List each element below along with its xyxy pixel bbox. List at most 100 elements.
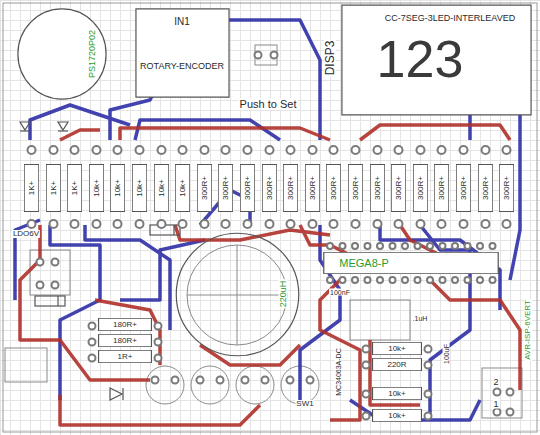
outline-shape xyxy=(218,164,233,211)
resistor-body: 300R+ xyxy=(262,164,277,212)
part-text: ROTARY-ENCODER xyxy=(140,62,224,71)
solder-pad xyxy=(352,243,358,249)
led-symbols xyxy=(20,122,180,400)
part-label: 300R+ xyxy=(460,176,468,200)
solder-pad xyxy=(255,52,262,59)
outline-shape xyxy=(197,164,212,211)
resistor-body: 1K+ xyxy=(24,164,39,212)
part-label: 10k+ xyxy=(93,179,101,197)
solder-pad xyxy=(465,243,471,249)
solder-pad xyxy=(179,220,187,228)
outline-shape xyxy=(499,164,514,211)
solder-pad xyxy=(494,389,501,396)
part-label: 1K+ xyxy=(71,181,79,195)
solder-pad xyxy=(222,146,230,154)
solder-pad xyxy=(417,146,425,154)
solder-pad xyxy=(330,220,338,228)
resistor-body: 10k+ xyxy=(110,164,125,212)
part-label: 180R+ xyxy=(113,321,137,329)
solder-pad xyxy=(507,409,514,416)
solder-pad xyxy=(438,146,446,154)
part-label: 300R+ xyxy=(438,176,446,200)
solder-pad xyxy=(402,243,408,249)
part-name: DISP3 xyxy=(324,40,336,77)
solder-pad xyxy=(460,146,468,154)
solder-pad xyxy=(363,346,370,353)
outline-shape xyxy=(413,164,428,211)
solder-pad xyxy=(201,146,209,154)
solder-pad xyxy=(340,277,346,283)
solder-pad xyxy=(377,277,383,283)
solder-pad xyxy=(327,243,333,249)
part-label: 10k+ xyxy=(179,179,187,197)
part-label: CC-7SEG-3LED-INTERLEAVED xyxy=(385,14,515,23)
outline-shape xyxy=(370,164,385,211)
part-value: .1uH xyxy=(412,315,429,322)
solder-pad xyxy=(309,146,317,154)
solder-pad xyxy=(287,146,295,154)
solder-pad xyxy=(482,220,490,228)
solder-pad xyxy=(262,377,269,384)
part-label: 10k+ xyxy=(388,345,406,353)
outline-shape xyxy=(391,164,406,211)
outline-shape xyxy=(175,164,190,211)
part-value: MC34063A-DC xyxy=(335,347,342,396)
solder-pad xyxy=(155,339,162,346)
part-label: 1K+ xyxy=(28,181,36,195)
part-label: 300R+ xyxy=(222,176,230,200)
solder-pad xyxy=(452,277,458,283)
part-text: 123 xyxy=(377,33,464,85)
solder-pad xyxy=(271,52,278,59)
solder-pad xyxy=(377,243,383,249)
solder-pad xyxy=(307,377,314,384)
solder-pad xyxy=(503,146,511,154)
solder-pad xyxy=(490,277,496,283)
resistor-body: 10k+ xyxy=(372,409,422,422)
resistor-body: 10k+ xyxy=(372,342,422,355)
resistor-body: 300R+ xyxy=(413,164,428,212)
pin-number: 2 xyxy=(492,378,499,387)
solder-pad xyxy=(114,146,122,154)
solder-pad xyxy=(330,146,338,154)
part-label: 300R+ xyxy=(352,176,360,200)
microcontroller: MEGA8-P xyxy=(322,252,500,274)
solder-pad xyxy=(363,391,370,398)
resistor-body: 300R+ xyxy=(499,164,514,212)
solder-pad xyxy=(494,409,501,416)
part-label: MEGA8-P xyxy=(339,258,389,269)
solder-pad xyxy=(352,146,360,154)
solder-pad xyxy=(242,377,249,384)
solder-pad xyxy=(172,377,179,384)
resistor-body: 300R+ xyxy=(391,164,406,212)
solder-pad xyxy=(340,243,346,249)
solder-pad xyxy=(440,243,446,249)
solder-pad xyxy=(425,413,432,420)
outline-shape xyxy=(99,318,152,331)
solder-pad xyxy=(363,413,370,420)
solder-pad xyxy=(50,220,58,228)
solder-pad xyxy=(390,243,396,249)
solder-pad xyxy=(222,220,230,228)
solder-pad xyxy=(136,220,144,228)
outline-shape xyxy=(154,164,169,211)
solder-pad xyxy=(244,146,252,154)
outline-shape xyxy=(262,164,277,211)
resistor-body: 300R+ xyxy=(326,164,341,212)
solder-pad xyxy=(37,282,44,289)
outline-shape xyxy=(136,9,229,97)
resistor-body: 300R+ xyxy=(197,164,212,212)
outline-shape xyxy=(46,164,61,211)
outline-shape xyxy=(373,409,422,422)
solder-pad xyxy=(155,323,162,330)
board-outline xyxy=(3,3,537,432)
part-label: 300R+ xyxy=(330,176,338,200)
solder-pad xyxy=(477,277,483,283)
solder-pad xyxy=(266,146,274,154)
solder-pad xyxy=(482,146,490,154)
solder-pad xyxy=(452,243,458,249)
part-label: 300R+ xyxy=(417,176,425,200)
solder-pad xyxy=(374,220,382,228)
resistor-body: 300R+ xyxy=(434,164,449,212)
solder-pad xyxy=(365,243,371,249)
resistor-body: 1K+ xyxy=(46,164,61,212)
